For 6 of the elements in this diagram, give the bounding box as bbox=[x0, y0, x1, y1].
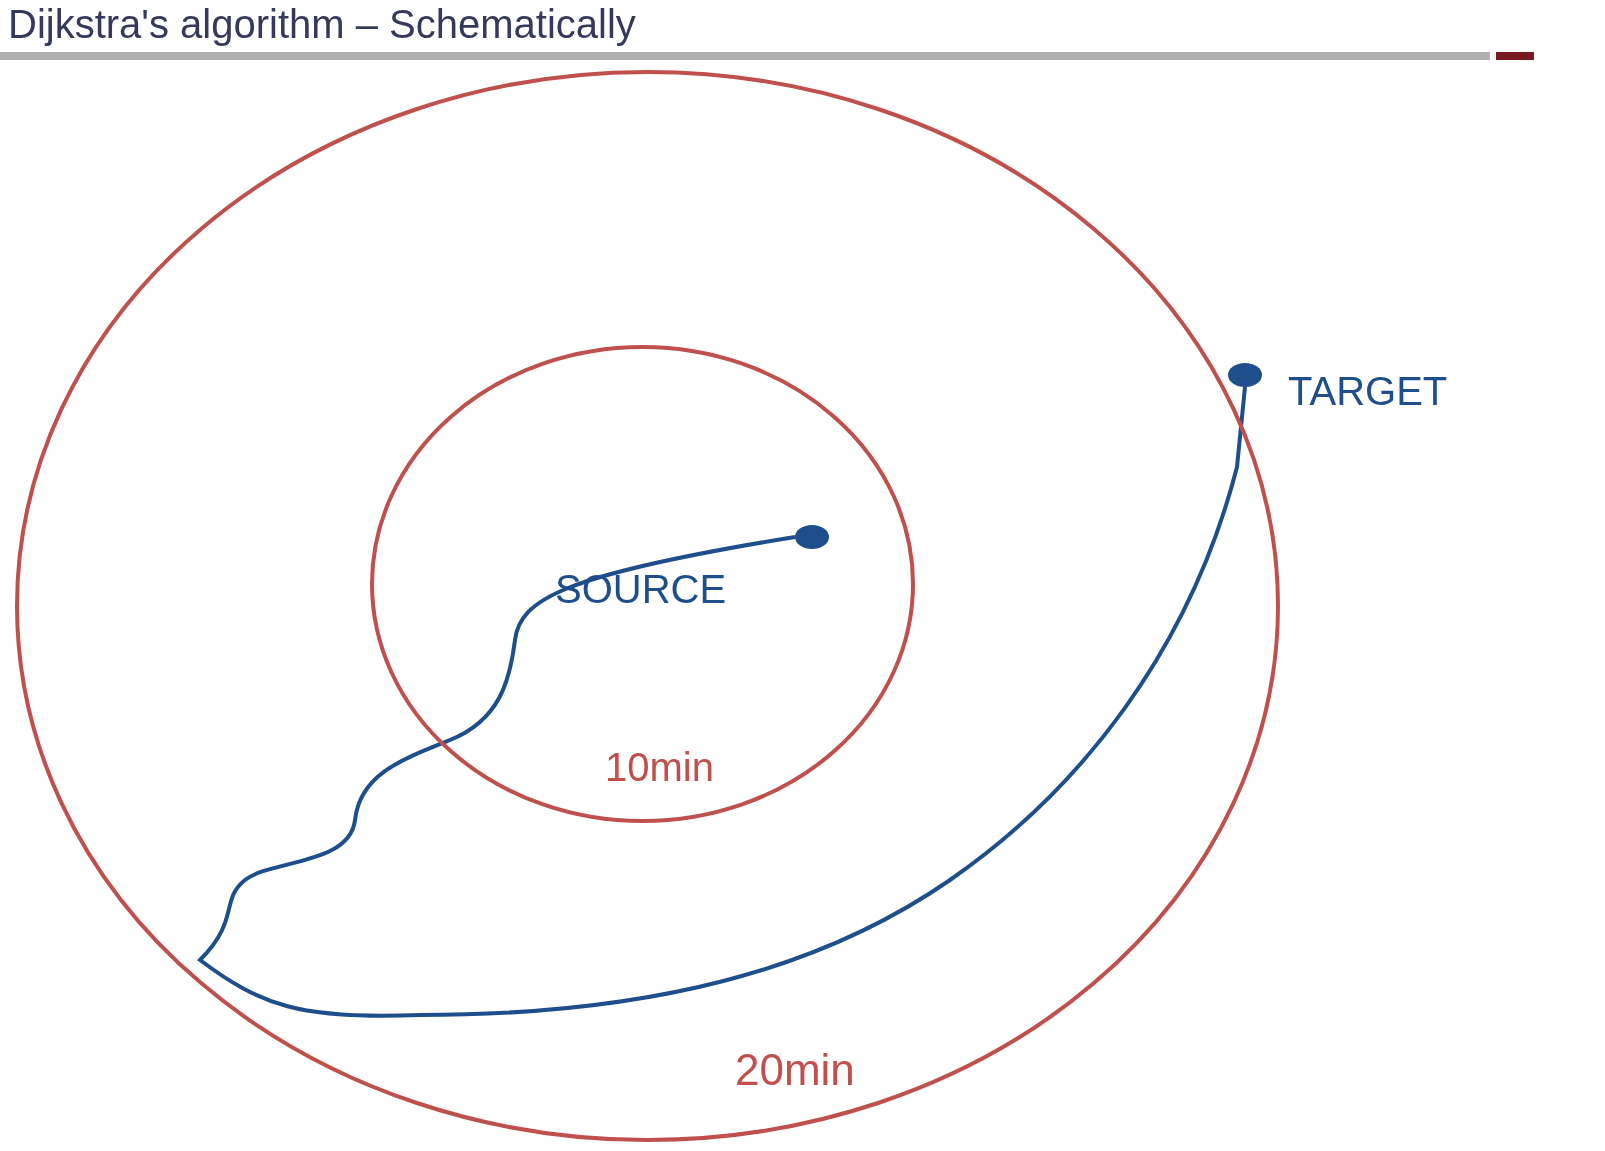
point-label: SOURCE bbox=[555, 567, 727, 612]
route-line bbox=[198, 386, 1247, 1018]
time-label: 20min bbox=[735, 1045, 855, 1095]
point-label: TARGET bbox=[1288, 369, 1448, 414]
slide-title: Dijkstra's algorithm – Schematically bbox=[8, 2, 636, 47]
time-label: 10min bbox=[605, 745, 714, 790]
